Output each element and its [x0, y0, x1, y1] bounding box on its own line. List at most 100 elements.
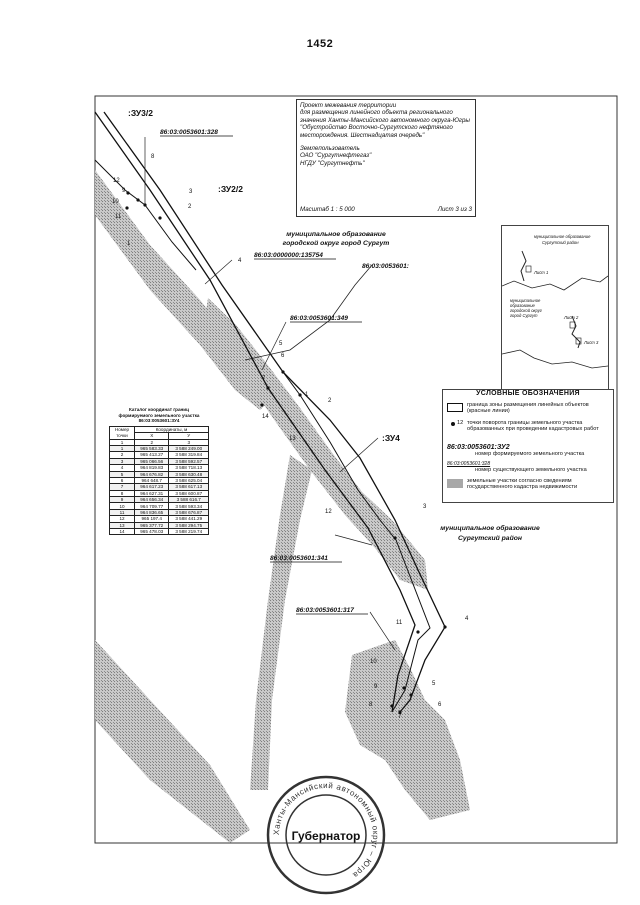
point-label: 10 [370, 659, 377, 665]
cadastral-label-328: 86:03:0053601:328 [160, 129, 218, 136]
catalog-cell-x: 965 583.33 [133, 444, 170, 453]
catalog-header-coords: Координаты, м [134, 425, 209, 434]
catalog-cell-x: 964 656.34 [133, 496, 170, 504]
point-label: 10 [112, 199, 119, 205]
catalog-title-line: формируемого земельного участка [118, 412, 200, 418]
catalog-cell-y: 3 588 630.48 [168, 470, 209, 478]
legend: УСЛОВНЫЕ ОБОЗНАЧЕНИЯ граница зоны размещ… [442, 389, 614, 503]
catalog-cell-x: 964 617.23 [133, 483, 170, 491]
project-title-line: для размещения линейного объекта региона… [300, 109, 453, 117]
catalog-title-line: Каталог координат границ [129, 407, 189, 412]
cadastral-parcel-corridor [205, 298, 428, 590]
legend-swatch-zone [447, 403, 463, 412]
legend-text: точки поворота границы земельного участк… [467, 420, 599, 433]
legend-text: номер существующего земельного участка [475, 467, 587, 474]
legend-text: земельные участки согласно сведениям гос… [467, 478, 578, 491]
inset-map: муниципальное образование Сургутский рай… [501, 225, 609, 390]
legend-text: граница зоны размещения линейных объекто… [467, 402, 589, 415]
landuser-line: ОАО "Сургутнефтегаз" [300, 152, 372, 160]
point-label: 13 [289, 436, 296, 442]
catalog-cell-x: 965 066.56 [133, 457, 170, 466]
point-label: 2 [328, 398, 332, 404]
cadastral-parcel-lower [345, 640, 470, 820]
cadastral-label-135754: 86:03:0000000:135754 [254, 252, 323, 259]
catalog-cell-x: 964 819.83 [133, 464, 170, 472]
catalog-cell-x: 965 413.27 [133, 451, 170, 459]
project-title-line: Проект межевания территории [300, 102, 397, 109]
landuser-label: Землепользователь [300, 145, 360, 153]
point-label: 6 [281, 353, 285, 359]
point-label: 8 [151, 154, 155, 160]
boundary-points [125, 191, 447, 714]
coordinate-catalog: Каталог координат границ формируемого зе… [109, 407, 209, 536]
cadastral-line-349 [244, 264, 373, 361]
catalog-cell-y: 3 588 600.87 [168, 489, 209, 498]
inset-boundary [502, 349, 608, 369]
municipality-label-district: муниципальное образование [440, 524, 540, 532]
inset-label: образование [510, 303, 536, 308]
point-label: 5 [279, 341, 283, 347]
page-number: 1452 [306, 38, 334, 50]
stamp-inner-ring [285, 794, 367, 876]
inset-label: город Сургут [510, 313, 538, 318]
stamp-seal: Ханты-Мансийский автономный округ – Югра [266, 775, 386, 895]
legend-point-icon [451, 422, 455, 426]
cadastral-label-349: 86:03:0053601:349 [290, 315, 348, 322]
inset-sheet-box [575, 337, 582, 345]
catalog-header-y: У [168, 432, 209, 440]
point-label: 3 [423, 504, 427, 510]
point-label: 1 [127, 241, 131, 247]
legend-code: 86:03:0053601:ЗУ2 [447, 444, 510, 451]
parcel-zu4-boundary [282, 371, 431, 713]
project-title-line: значения Ханты-Мансийского автономного о… [300, 116, 470, 124]
municipality-label-city: городской округ город Сургут [283, 239, 390, 247]
catalog-cell-y: 3 588 592.57 [168, 457, 209, 466]
catalog-cell-y: 3 588 625.04 [168, 476, 209, 485]
zone-boundary-east [103, 111, 446, 713]
catalog-cell-y: 3 588 249.00 [168, 444, 209, 453]
point-label: 4 [465, 616, 469, 622]
point-label: 12 [113, 178, 120, 184]
point-label: 8 [369, 702, 373, 708]
point-label: 7 [398, 714, 402, 720]
municipality-label-city: муниципальное образование [286, 230, 386, 238]
scale-text: Масштаб 1 : 5 000 [300, 205, 355, 213]
governor-stamp: Ханты-Мансийский автономный округ – Югра… [264, 773, 388, 897]
inset-sheet-box [525, 265, 532, 273]
cadastral-label-341: 86:03:0053601:341 [270, 555, 328, 562]
catalog-cell-y: 3 588 617.13 [168, 483, 209, 491]
inset-sheet-label: Лист 1 [533, 270, 548, 275]
point-label: 9 [122, 188, 126, 194]
inset-label: Сургутский район [542, 240, 579, 245]
parcel-label-zu4: :ЗУ4 [382, 433, 400, 443]
leader-135754 [204, 259, 233, 285]
project-title-line: месторождения. Шестнадцатая очередь" [300, 131, 425, 139]
stamp-center-text: Губернатор [291, 829, 361, 843]
catalog-cell-y: 3 588 219.74 [168, 527, 209, 536]
legend-code: 86:03:0053601:328 [447, 461, 491, 467]
catalog-header-x: X [133, 432, 170, 440]
catalog-cell-x: 964 648.7 [133, 476, 170, 485]
leader-341 [334, 534, 373, 546]
cadastral-label-317: 86:03:0053601:317 [296, 607, 354, 614]
point-label: 14 [262, 414, 269, 420]
inset-sheet-label: Лист 2 [563, 315, 579, 320]
point-label: 3 [189, 189, 193, 195]
cadastral-label-0053601: 86:03:0053601: [362, 263, 409, 270]
cadastral-parcel-south [95, 640, 250, 843]
inset-boundary [502, 275, 608, 291]
leader-349 [261, 321, 287, 371]
zone-boundary-west [94, 111, 416, 713]
point-label: 12 [325, 509, 332, 515]
